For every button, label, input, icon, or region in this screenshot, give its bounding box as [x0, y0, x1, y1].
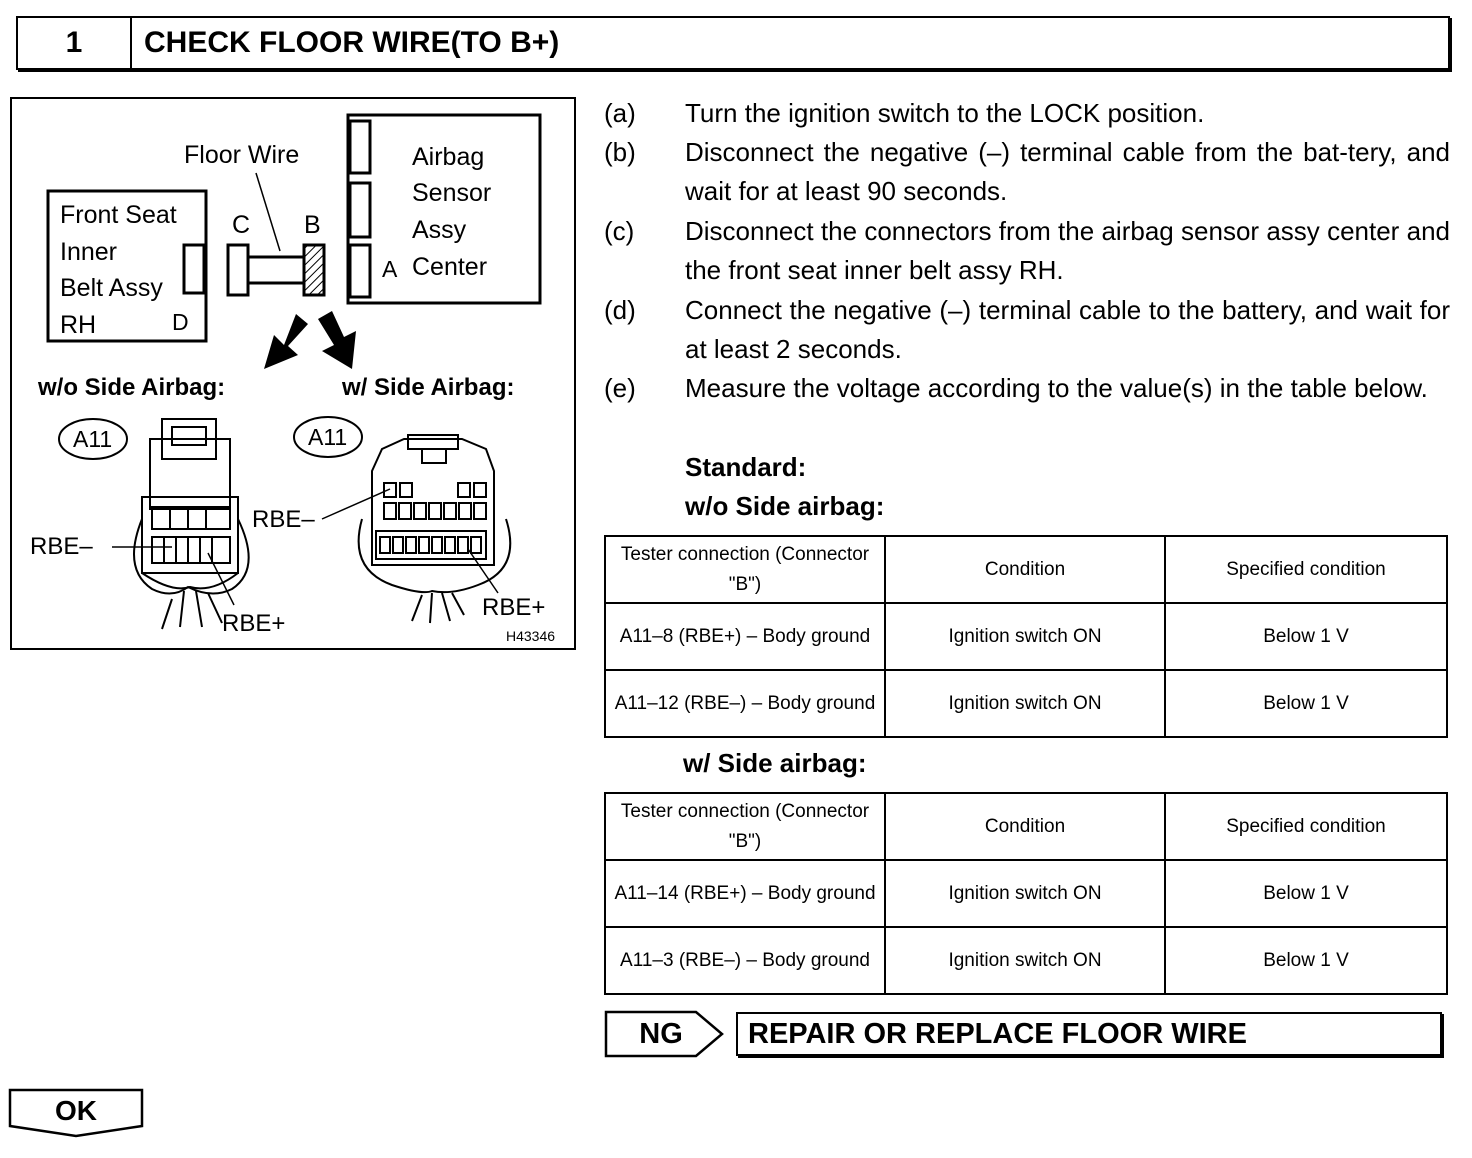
airbag-sensor-box — [346, 113, 542, 305]
rbe-plus-left: RBE+ — [222, 610, 285, 637]
airbag-sensor-line-3: Assy — [412, 216, 467, 244]
front-seat-box — [46, 189, 208, 343]
cell-specified-condition: Below 1 V — [1164, 669, 1448, 738]
arrow-down-right — [318, 311, 356, 369]
connector-diagram-drawing: Airbag Sensor Assy Center A Floor Wire C… — [30, 113, 555, 644]
table-row: A11–8 (RBE+) – Body ground Ignition swit… — [604, 602, 1448, 671]
airbag-sensor-line-1: Airbag — [412, 143, 484, 171]
connector-id-left-circle — [58, 418, 128, 460]
header-condition: Condition — [884, 535, 1166, 604]
airbag-sensor-line-2: Sensor — [412, 179, 491, 207]
table-w-heading: w/ Side airbag: — [683, 748, 867, 778]
connector-d-label: D — [172, 309, 189, 335]
step-a-letter: (a) — [604, 98, 636, 128]
step-e-letter: (e) — [604, 373, 636, 403]
connector-id-right-circle — [293, 416, 363, 458]
airbag-sensor-line-4: Center — [412, 253, 487, 281]
header-specified-condition: Specified condition — [1164, 535, 1448, 604]
front-seat-line-1: Front Seat — [60, 201, 177, 229]
header-condition: Condition — [884, 792, 1166, 861]
cell-condition: Ignition switch ON — [884, 926, 1166, 995]
cell-tester-connection: A11–8 (RBE+) – Body ground — [604, 602, 886, 671]
cell-specified-condition: Below 1 V — [1164, 859, 1448, 928]
arrow-down-left — [264, 314, 308, 369]
connector-diagram: Airbag Sensor Assy Center A Floor Wire C… — [10, 97, 576, 650]
ok-label: OK — [55, 1095, 97, 1126]
cell-specified-condition: Below 1 V — [1164, 926, 1448, 995]
step-a: (a) Turn the ignition switch to the LOCK… — [604, 94, 1450, 133]
table-row: A11–14 (RBE+) – Body ground Ignition swi… — [604, 859, 1448, 928]
ng-action: REPAIR OR REPLACE FLOOR WIRE — [736, 1012, 1442, 1056]
ng-label: NG — [639, 1017, 683, 1050]
connector-id-left: A11 — [73, 426, 112, 452]
cell-condition: Ignition switch ON — [884, 669, 1166, 738]
front-seat-line-3: Belt Assy — [60, 274, 163, 302]
step-header: 1 CHECK FLOOR WIRE(TO B+) — [16, 16, 1450, 70]
step-e: (e) Measure the voltage according to the… — [604, 369, 1450, 408]
table-header-row: Tester connection (Connector "B") Condit… — [604, 792, 1448, 861]
connector-left-drawing — [133, 418, 250, 630]
cell-condition: Ignition switch ON — [884, 859, 1166, 928]
step-d: (d) Connect the negative (–) terminal ca… — [604, 291, 1450, 369]
spec-table-wo-side-airbag: Tester connection (Connector "B") Condit… — [604, 535, 1448, 738]
table-wo-heading: w/o Side airbag: — [685, 491, 885, 521]
step-d-text: Connect the negative (–) terminal cable … — [685, 295, 1450, 364]
floor-wire — [246, 255, 306, 285]
cell-tester-connection: A11–12 (RBE–) – Body ground — [604, 669, 886, 738]
floor-wire-label: Floor Wire — [184, 141, 299, 169]
connector-c — [226, 243, 250, 297]
table-row: A11–3 (RBE–) – Body ground Ignition swit… — [604, 926, 1448, 995]
table-header-row: Tester connection (Connector "B") Condit… — [604, 535, 1448, 604]
step-c-text: Disconnect the connectors from the airba… — [685, 216, 1450, 285]
step-a-text: Turn the ignition switch to the LOCK pos… — [685, 98, 1205, 128]
standard-label: Standard: — [685, 452, 807, 482]
header-tester-connection: Tester connection (Connector "B") — [604, 535, 886, 604]
step-c-letter: (c) — [604, 216, 635, 246]
connector-right-drawing — [357, 434, 512, 624]
w-side-airbag-label: w/ Side Airbag: — [341, 374, 514, 401]
connector-b — [302, 243, 326, 297]
connector-a-label: A — [382, 256, 398, 282]
step-b-letter: (b) — [604, 137, 636, 167]
step-number: 1 — [18, 18, 132, 68]
cell-tester-connection: A11–14 (RBE+) – Body ground — [604, 859, 886, 928]
header-tester-connection: Tester connection (Connector "B") — [604, 792, 886, 861]
connector-c-label: C — [232, 211, 250, 239]
table-row: A11–12 (RBE–) – Body ground Ignition swi… — [604, 669, 1448, 738]
connector-b-label: B — [304, 211, 321, 239]
rbe-minus-left: RBE– — [30, 533, 93, 560]
step-e-text: Measure the voltage according to the val… — [685, 373, 1428, 403]
rbe-minus-right: RBE– — [252, 506, 315, 533]
connector-id-right: A11 — [308, 424, 347, 450]
cell-specified-condition: Below 1 V — [1164, 602, 1448, 671]
step-title: CHECK FLOOR WIRE(TO B+) — [144, 26, 560, 59]
cell-tester-connection: A11–3 (RBE–) – Body ground — [604, 926, 886, 995]
rbe-plus-right: RBE+ — [482, 594, 545, 621]
spec-table-w-side-airbag: Tester connection (Connector "B") Condit… — [604, 792, 1448, 995]
ok-arrow-shape — [8, 1088, 144, 1138]
step-c: (c) Disconnect the connectors from the a… — [604, 212, 1450, 290]
step-d-letter: (d) — [604, 295, 636, 325]
header-specified-condition: Specified condition — [1164, 792, 1448, 861]
step-b-text: Disconnect the negative (–) terminal cab… — [685, 137, 1450, 206]
front-seat-line-2: Inner — [60, 238, 117, 266]
front-seat-line-4: RH — [60, 311, 96, 339]
figure-code: H43346 — [506, 628, 555, 644]
step-b: (b) Disconnect the negative (–) terminal… — [604, 133, 1450, 211]
cell-condition: Ignition switch ON — [884, 602, 1166, 671]
wo-side-airbag-label: w/o Side Airbag: — [37, 374, 225, 401]
ng-arrow-shape — [604, 1010, 724, 1058]
